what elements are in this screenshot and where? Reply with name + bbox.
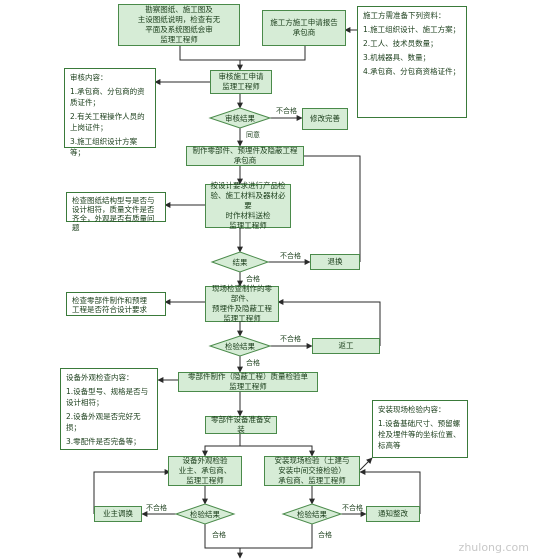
label-d1-fail: 不合格 [276,107,297,115]
node-rework: 返工 [312,338,380,354]
edge-n8-n9 [202,445,240,457]
decision-d4 [174,503,236,525]
label-d2-fail: 不合格 [280,252,301,260]
edge-n2-n3 [240,46,306,61]
node-construction-request: 施工方施工申请报告 承包商 [262,10,346,46]
note-prep-materials: 施工方需准备下列资料： 1.施工组织设计、施工方案； 2.工人、技术员数量； 3… [357,6,467,118]
node-owner-replace: 业主调换 [94,506,142,522]
label-d5-fail: 不合格 [342,504,363,512]
label-d4-fail: 不合格 [146,504,167,512]
label-d1-agree: 同意 [246,131,260,139]
note-site-check: 安装现场检验内容： 1.设备基础尺寸、预留螺栓及埋件等的坐标位置、标高等 [372,400,468,458]
node-site-inspection: 现场检查制作的零部件、 预埋件及隐蔽工程 监理工程师 [205,284,279,323]
note-equipment-check: 设备外观检查内容： 1.设备型号、规格是否与设计相符； 2.设备外观是否完好无损… [60,368,158,450]
label-d3-pass: 合格 [246,359,260,367]
label-d1: 审核结果 [225,114,255,123]
label-d2-pass: 合格 [246,275,260,283]
decision-d1 [208,107,272,129]
label-d2: 结果 [232,258,248,267]
edge-rightout-n10 [359,469,421,514]
node-quality-check: 零部件制作（隐蔽工程）质量检验单 监理工程师 [178,372,318,392]
node-product-inspection: 按设计要求进行产品检 验、施工材料及器材必要 时作材料送检 监理工程师 [205,181,291,230]
edge-n8-n10 [240,445,315,457]
edge-rework-n6 [277,299,381,346]
node-fabrication: 制作零部件、预埋件及隐蔽工程 承包商 [186,146,304,166]
watermark: zhulong.com [458,541,529,554]
edge-n10-note2 [359,457,373,471]
decision-d5 [281,503,343,525]
node-notify-rectify: 通知整改 [366,506,420,522]
node-return: 退换 [310,254,360,270]
note-drawing-check: 检查图纸结构型号是否与 设计相符，质量文件是否 齐全，外观是否有质量问题 [66,192,166,232]
note-review-content: 审核内容： 1.承包商、分包商的资质证件； 2.有关工程操作人员的上岗证件； 3… [64,68,156,157]
node-site-handover-inspection: 安装现场检验（土建与 安装中间交接检验） 承包商、监理工程师 [264,456,360,486]
label-d3-fail: 不合格 [280,335,301,343]
edge-n1-n3 [179,46,243,71]
label-d3: 检验结果 [225,342,255,351]
edge-d4-merge [204,524,243,559]
edge-leftout-n9 [93,469,171,514]
label-d4: 检验结果 [190,510,220,519]
node-reject: 修改完善 [302,108,348,130]
label-d5: 检验结果 [297,510,327,519]
edge-return-n4 [281,153,361,262]
decision-d3 [208,335,272,357]
note-fabrication-check: 检查零部件制作和预埋 工程是否符合设计要求 [66,292,166,316]
edge-d5-merge [240,524,313,549]
node-appearance-inspection: 设备外观检验 业主、承包商、 监理工程师 [168,456,242,486]
label-d5-pass: 合格 [318,531,332,539]
decision-d2 [210,251,270,273]
node-review-request: 审核施工申请 监理工程师 [210,70,272,94]
node-drawing-review: 勘察图纸、施工图及 主设图纸说明，检查有无 平面及系统图纸会审 监理工程师 [118,4,240,46]
label-d4-pass: 合格 [212,531,226,539]
node-equipment-install: 零部件设备准备安装 [205,415,277,434]
